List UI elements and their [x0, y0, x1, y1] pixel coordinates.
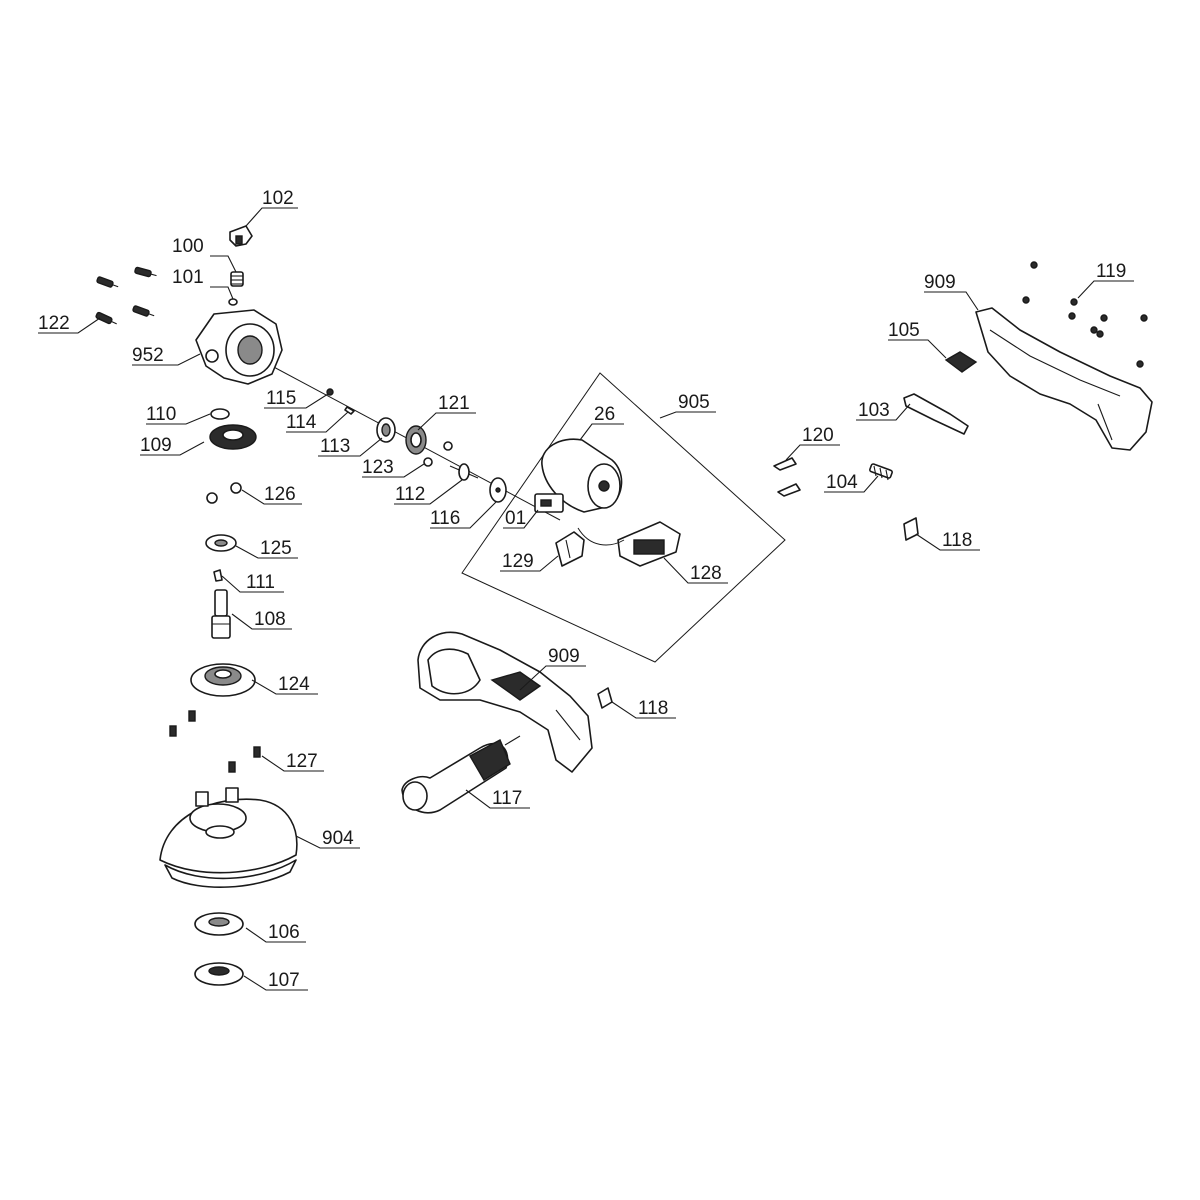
part-01-switch-module [534, 493, 564, 513]
label-107: 107 [268, 970, 300, 991]
label-124: 124 [278, 674, 310, 695]
label-127: 127 [286, 751, 318, 772]
label-117: 117 [492, 788, 522, 809]
part-121-pinion-gear [405, 425, 427, 455]
label-118-lower: 118 [638, 698, 668, 719]
label-105: 105 [888, 320, 920, 341]
label-121: 121 [438, 393, 470, 414]
label-26: 26 [594, 404, 615, 425]
label-102: 102 [262, 188, 294, 209]
label-118-upper: 118 [942, 530, 972, 551]
part-103-switch-rod [903, 393, 969, 435]
part-114-key [344, 406, 355, 415]
part-108-spindle [211, 589, 231, 639]
label-01: 01 [505, 508, 526, 529]
label-119: 119 [1096, 261, 1126, 282]
part-104-spring [869, 463, 893, 481]
part-100-spring [230, 271, 244, 287]
label-100: 100 [172, 236, 204, 257]
label-101: 101 [172, 267, 204, 288]
label-113: 113 [320, 436, 350, 457]
part-110-retaining-ring [210, 408, 230, 420]
label-120: 120 [802, 425, 834, 446]
motor-group-outline [461, 372, 786, 663]
label-115: 115 [266, 388, 296, 409]
label-103: 103 [858, 400, 890, 421]
part-102-spindle-lock-button [229, 225, 253, 247]
label-111: 111 [246, 572, 275, 593]
label-104: 104 [826, 472, 858, 493]
part-129-connector [555, 531, 585, 567]
label-106: 106 [268, 922, 300, 943]
label-126: 126 [264, 484, 296, 505]
part-952-gear-housing [195, 309, 283, 385]
label-112: 112 [395, 484, 425, 505]
part-126-screws [206, 482, 242, 504]
part-116-fan [489, 477, 507, 503]
part-128-controller-board [617, 521, 681, 567]
label-905: 905 [678, 392, 710, 413]
label-128: 128 [690, 563, 722, 584]
label-952: 952 [132, 345, 164, 366]
label-108: 108 [254, 609, 286, 630]
part-101-pin [228, 298, 238, 306]
part-112-shaft [449, 463, 479, 481]
part-118-cover-plate-upper [903, 517, 919, 541]
label-125: 125 [260, 538, 292, 559]
part-109-bevel-gear [209, 424, 257, 450]
part-111-key [213, 569, 223, 582]
part-123-screws [423, 441, 453, 467]
part-909-housing-half-lower [417, 631, 593, 773]
label-109: 109 [140, 435, 172, 456]
part-106-inner-flange [194, 912, 244, 936]
part-107-clamping-nut [194, 962, 244, 986]
part-119-screws [1022, 261, 1148, 368]
part-118-cover-plate-lower [597, 687, 613, 709]
part-904-wheel-guard [159, 787, 298, 888]
part-124-flange-housing [190, 663, 256, 697]
motor-wiring [577, 527, 625, 546]
part-127-screws [169, 710, 261, 773]
label-110: 110 [146, 404, 176, 425]
part-125-bearing [205, 534, 237, 552]
part-117-side-handle [401, 735, 521, 814]
label-116: 116 [430, 508, 460, 529]
part-113-bearing [376, 417, 396, 443]
part-909-housing-half-upper [975, 307, 1153, 451]
label-114: 114 [286, 412, 317, 433]
label-904: 904 [322, 828, 354, 849]
label-909-lower: 909 [548, 646, 580, 667]
part-122-screws [95, 266, 157, 325]
part-105-label-plate [944, 351, 978, 373]
leader-lines [38, 207, 1134, 991]
label-122: 122 [38, 313, 70, 334]
label-123: 123 [362, 457, 394, 478]
part-115-pin [326, 388, 334, 396]
part-120-clips [773, 457, 801, 497]
label-909-upper: 909 [924, 272, 956, 293]
part-labels: 102 100 101 122 952 115 114 113 121 123 … [38, 188, 1126, 991]
label-129: 129 [502, 551, 534, 572]
